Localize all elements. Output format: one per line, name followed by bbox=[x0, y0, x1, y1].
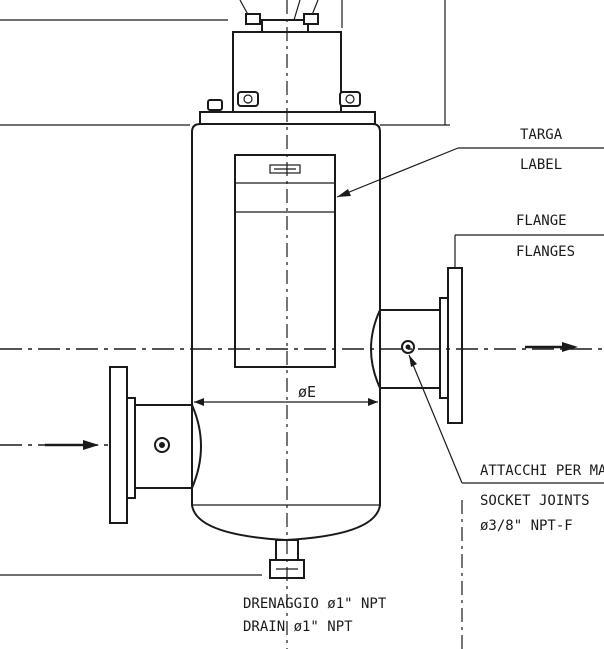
targa-label: TARGA bbox=[520, 127, 563, 143]
vessel-body bbox=[191, 123, 381, 542]
top-dimension-lines bbox=[0, 0, 450, 126]
flange-leader bbox=[454, 234, 604, 268]
drain-label: DRAIN ø1" NPT bbox=[243, 619, 353, 635]
socket-size-label: ø3/8" NPT-F bbox=[480, 518, 573, 534]
leader-lines bbox=[0, 147, 604, 576]
flow-arrows bbox=[45, 342, 578, 450]
diameter-label: øE bbox=[298, 383, 316, 401]
flanges-label: FLANGES bbox=[516, 244, 575, 260]
bolt-left bbox=[237, 91, 259, 107]
label-leader bbox=[336, 147, 604, 198]
attacchi-label: ATTACCHI PER MA bbox=[480, 463, 604, 479]
annotations: TARGA LABEL FLANGE FLANGES ATTACCHI PER … bbox=[243, 127, 604, 635]
socket-joints-label: SOCKET JOINTS bbox=[480, 493, 590, 509]
inlet-flow-arrow bbox=[45, 440, 99, 450]
inlet-nozzle bbox=[109, 366, 202, 524]
bolt-right bbox=[339, 91, 361, 107]
label-plate bbox=[234, 154, 336, 368]
label-label: LABEL bbox=[520, 157, 562, 173]
outlet-flow-arrow bbox=[525, 342, 578, 352]
flange-label: FLANGE bbox=[516, 213, 567, 229]
diameter-dimension: øE bbox=[194, 383, 378, 406]
socket-leader bbox=[408, 354, 604, 484]
drenaggio-label: DRENAGGIO ø1" NPT bbox=[243, 596, 387, 612]
outlet-nozzle bbox=[370, 267, 463, 424]
